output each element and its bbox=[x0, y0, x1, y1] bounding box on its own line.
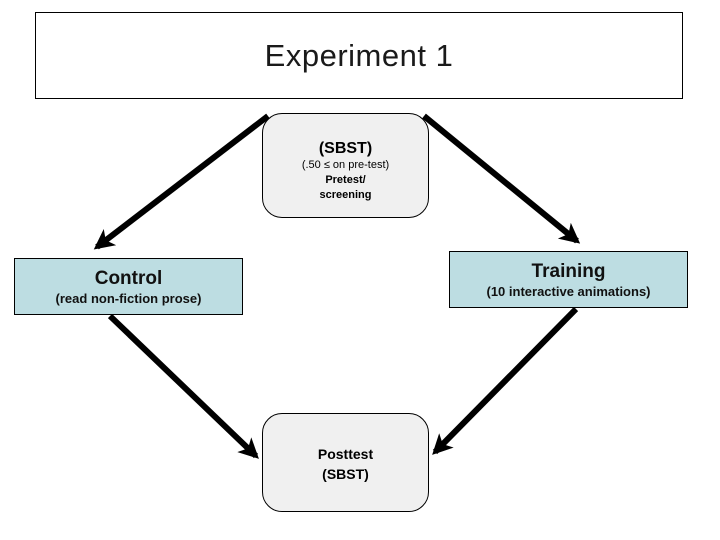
training-condition-box: Training (10 interactive animations) bbox=[449, 251, 688, 308]
training-subtitle: (10 interactive animations) bbox=[486, 283, 651, 299]
posttest-sbst-label: (SBST) bbox=[322, 466, 369, 482]
pretest-screening-box: (SBST) (.50 ≤ on pre-test) Pretest/ scre… bbox=[262, 113, 429, 218]
posttest-box: Posttest (SBST) bbox=[262, 413, 429, 512]
control-subtitle: (read non-fiction prose) bbox=[55, 290, 202, 306]
arrow-training-to-posttest bbox=[432, 306, 579, 455]
pretest-cutoff-label: (.50 ≤ on pre-test) bbox=[301, 159, 390, 171]
pretest-label-line1: Pretest/ bbox=[325, 174, 366, 186]
control-title: Control bbox=[94, 267, 163, 289]
posttest-label: Posttest bbox=[317, 446, 374, 462]
arrow-pretest-to-training bbox=[422, 113, 581, 244]
control-condition-box: Control (read non-fiction prose) bbox=[14, 258, 243, 315]
training-title: Training bbox=[531, 260, 606, 282]
pretest-sbst-label: (SBST) bbox=[318, 140, 373, 157]
pretest-label-line2: screening bbox=[319, 189, 372, 201]
arrow-pretest-to-control bbox=[93, 113, 270, 250]
title-box: Experiment 1 bbox=[35, 12, 683, 99]
slide-title: Experiment 1 bbox=[264, 37, 454, 73]
arrow-control-to-posttest bbox=[107, 313, 259, 459]
